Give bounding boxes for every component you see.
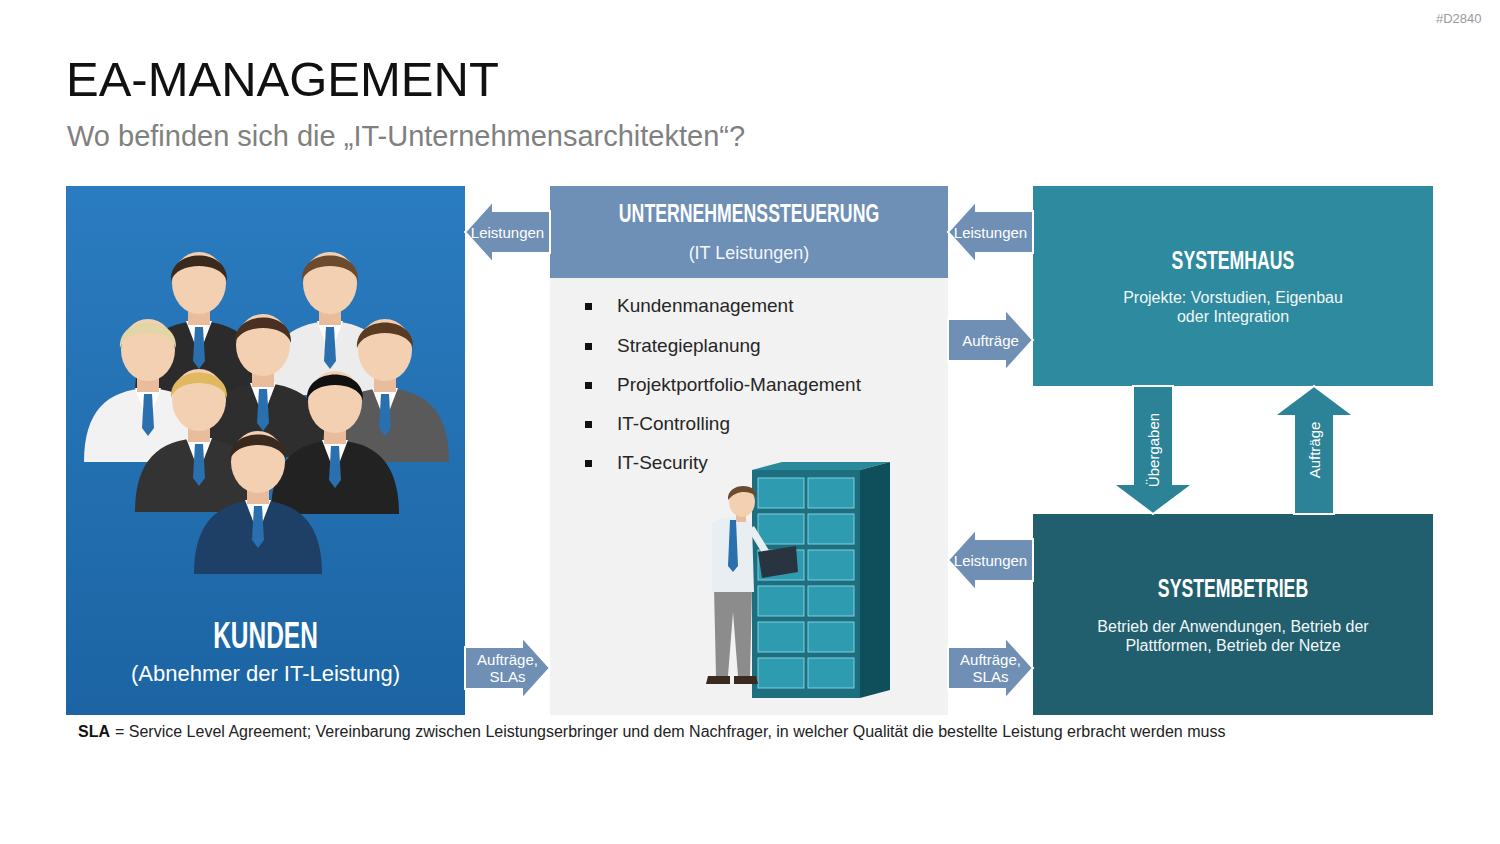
block-arrow (1113, 386, 1193, 514)
box-body: Projekte: Vorstudien, Eigenbau oder Inte… (1123, 288, 1343, 326)
block-arrow (948, 201, 1033, 263)
arrow-label: Aufträge, SLAs (467, 647, 548, 689)
box-heading: SYSTEMHAUS (1097, 245, 1369, 275)
panel-heading: UNTERNEHMENSSTEUERUNG (614, 198, 885, 228)
bullet-item: Strategieplanung (617, 334, 761, 358)
customer-box: KUNDEN(Abnehmer der IT-Leistung) (66, 186, 465, 715)
box-body: Betrieb der Anwendungen, Betrieb der Pla… (1090, 617, 1376, 655)
box-heading: KUNDEN (130, 614, 401, 658)
block-arrow (465, 637, 550, 699)
arrow-label: Aufträge (1294, 388, 1334, 512)
arrow-label: Aufträge (950, 319, 1031, 361)
block-arrow (948, 309, 1033, 371)
box-subheading: (Abnehmer der IT-Leistung) (66, 660, 465, 688)
bullet-item: IT-Security (617, 451, 708, 475)
block-arrow (948, 637, 1033, 699)
footnote: SLA = Service Level Agreement; Vereinbaru… (78, 722, 1225, 742)
page-title: EA-MANAGEMENT (66, 50, 499, 108)
block-arrow (948, 529, 1033, 591)
systemhaus-box: SYSTEMHAUS Projekte: Vorstudien, Eigenbau… (1033, 186, 1433, 386)
footnote-text: = Service Level Agreement; Vereinbarung … (115, 723, 1225, 740)
bullet-item: IT-Controlling (617, 412, 730, 436)
block-arrow (465, 201, 550, 263)
arrow-label: Aufträge, SLAs (950, 647, 1031, 689)
box-heading: SYSTEMBETRIEB (1097, 573, 1369, 603)
arrow-label: Leistungen (950, 539, 1031, 581)
control-panel: UNTERNEHMENSSTEUERUNG (IT Leistungen) Kund… (550, 186, 948, 715)
arrow-label: Übergaben (1133, 388, 1173, 512)
systembetrieb-box: SYSTEMBETRIEB Betrieb der Anwendungen, Be… (1033, 514, 1433, 715)
arrow-label: Leistungen (467, 211, 548, 253)
arrow-label: Leistungen (950, 211, 1031, 253)
panel-subheading: (IT Leistungen) (550, 241, 948, 265)
bullet-item: Projektportfolio-Management (617, 373, 861, 397)
watermark: #D2840 (1436, 11, 1482, 27)
footnote-key: SLA (78, 723, 110, 740)
block-arrow (1274, 386, 1354, 514)
bullet-item: Kundenmanagement (617, 294, 793, 318)
subtitle: Wo befinden sich die „IT-Unternehmensarc… (67, 117, 745, 155)
